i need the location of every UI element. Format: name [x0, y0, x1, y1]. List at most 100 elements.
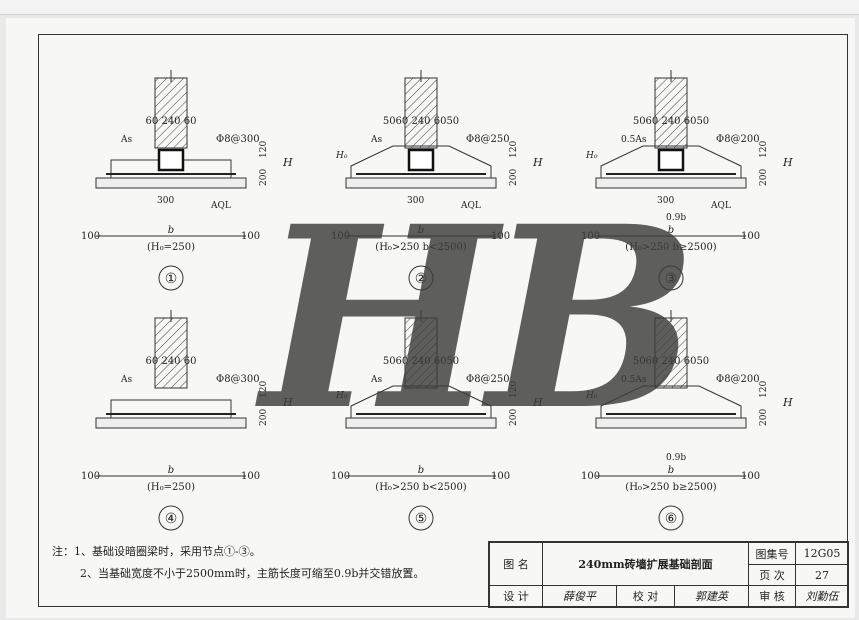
dim-left: 100 [81, 231, 100, 242]
section-number-circle [658, 265, 684, 291]
condition-label: (H₀>250 b≥2500) [625, 482, 717, 493]
dim-b: b [168, 465, 174, 476]
h0-label: H₀ [335, 151, 348, 161]
dim-top: 5060 240 6050 [633, 356, 709, 367]
v120-label: 120 [509, 141, 519, 158]
dim-right: 100 [491, 471, 510, 482]
ring-beam [157, 148, 185, 172]
dim-left: 100 [331, 471, 350, 482]
rebar-spec: Φ8@200 [716, 374, 760, 385]
v120-label: 120 [259, 141, 269, 158]
rebar-spec: Φ8@250 [466, 374, 510, 385]
as-label: 0.5As [621, 135, 647, 145]
dim-top: 60 240 60 [146, 116, 197, 127]
cushion-layer [95, 177, 247, 189]
tb-title: 240mm砖墙扩展基础剖面 [542, 542, 749, 586]
tb-review-signature: 刘勤伍 [795, 584, 849, 609]
dim-b: b [668, 225, 674, 236]
section-number: ③ [665, 271, 678, 287]
tb-atlas-label: 图集号 [748, 541, 796, 566]
dim-top: 60 240 60 [146, 356, 197, 367]
v200-label: 200 [509, 409, 519, 426]
v200-label: 200 [259, 409, 269, 426]
note-2-line: 2、当基础宽度不小于2500mm时，主筋长度可缩至0.9b并交错放置。 [80, 565, 424, 581]
section-number-circle [158, 265, 184, 291]
footing-outline [110, 399, 232, 419]
wall-hatch [404, 77, 438, 149]
section-number: ④ [165, 511, 178, 527]
section-number: ⑥ [665, 511, 678, 527]
h-label: H [532, 156, 543, 169]
h-label: H [532, 396, 543, 409]
as-label: As [120, 135, 132, 145]
notes: 注：1、基础设暗圈梁时，采用节点①-③。 [52, 543, 261, 559]
aql-label: AQL [460, 201, 481, 211]
condition-label: (H₀>250 b≥2500) [625, 242, 717, 253]
aql-label: AQL [710, 201, 731, 211]
v200-label: 200 [759, 409, 769, 426]
rebar-spec: Φ8@200 [716, 134, 760, 145]
dim-top: 5060 240 6050 [383, 356, 459, 367]
width-300: 300 [157, 196, 174, 206]
v120-label: 120 [759, 381, 769, 398]
cushion-layer [345, 417, 497, 429]
dim-left: 100 [331, 231, 350, 242]
dim-top: 5060 240 6050 [633, 116, 709, 127]
width-300: 300 [657, 196, 674, 206]
h0-label: H₀ [585, 391, 598, 401]
cushion-layer [345, 177, 497, 189]
dim-b: b [418, 465, 424, 476]
section-number-circle [658, 505, 684, 531]
title-block: 图 名 240mm砖墙扩展基础剖面 图集号 12G05 页 次 27 设 计 薛… [488, 541, 849, 609]
dim-right: 100 [491, 231, 510, 242]
cushion-layer [95, 417, 247, 429]
section-number: ② [415, 271, 428, 287]
tb-review-label: 审 核 [748, 584, 796, 609]
wall-hatch [404, 317, 438, 389]
top-bar [0, 0, 859, 15]
condition-label: (H₀=250) [147, 242, 195, 253]
h0-label: H₀ [585, 151, 598, 161]
wall-hatch [654, 77, 688, 149]
dim-right: 100 [241, 471, 260, 482]
as-label: 0.5As [621, 375, 647, 385]
tb-design-signature: 薛俊平 [541, 584, 618, 609]
tb-page-label: 页 次 [748, 564, 796, 586]
dim-b: b [418, 225, 424, 236]
tb-check-label: 校 对 [616, 584, 675, 609]
section-number: ⑤ [415, 511, 428, 527]
wall-hatch [154, 77, 188, 149]
section-number: ① [165, 271, 178, 287]
wall-hatch [654, 317, 688, 389]
width-09b: 0.9b [666, 453, 686, 463]
as-label: As [120, 375, 132, 385]
h-label: H [282, 396, 293, 409]
as-label: As [370, 375, 382, 385]
notes-prefix: 注： [52, 545, 74, 558]
dim-b: b [668, 465, 674, 476]
h-label: H [782, 156, 793, 169]
dim-b: b [168, 225, 174, 236]
v120-label: 120 [509, 381, 519, 398]
drawing-frame [38, 34, 848, 607]
condition-label: (H₀=250) [147, 482, 195, 493]
dim-left: 100 [581, 471, 600, 482]
v200-label: 200 [509, 169, 519, 186]
rebar-spec: Φ8@300 [216, 134, 260, 145]
dim-right: 100 [241, 231, 260, 242]
rebar-spec: Φ8@250 [466, 134, 510, 145]
ring-beam [407, 148, 435, 172]
dim-left: 100 [581, 231, 600, 242]
h-label: H [782, 396, 793, 409]
rebar-spec: Φ8@300 [216, 374, 260, 385]
note-1: 1、基础设暗圈梁时，采用节点①-③。 [74, 545, 261, 558]
section-number-circle [408, 505, 434, 531]
dim-right: 100 [741, 471, 760, 482]
v200-label: 200 [259, 169, 269, 186]
v200-label: 200 [759, 169, 769, 186]
condition-label: (H₀>250 b<2500) [375, 242, 467, 253]
v120-label: 120 [259, 381, 269, 398]
h0-label: H₀ [335, 391, 348, 401]
